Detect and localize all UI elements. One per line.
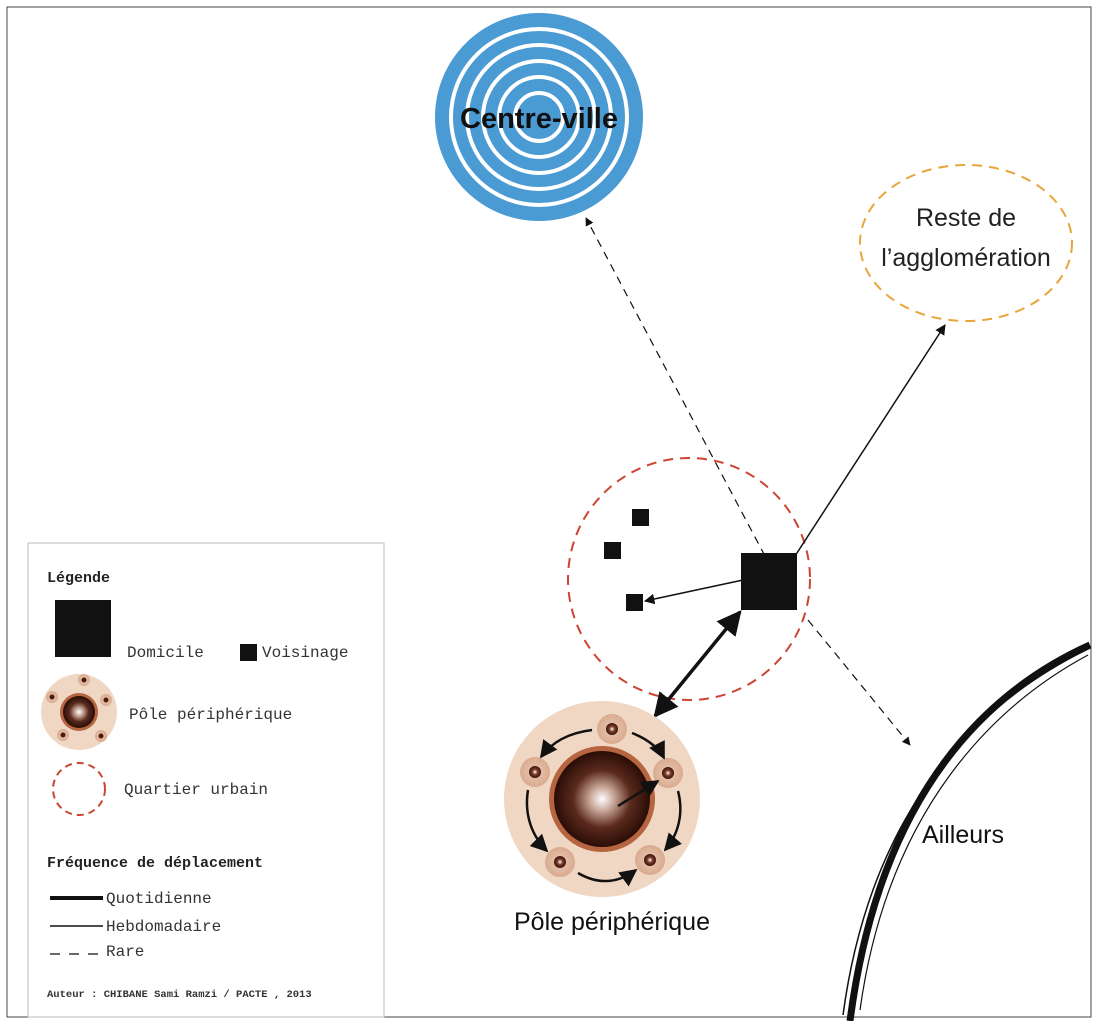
legend-pole-label: Pôle périphérique: [129, 706, 292, 724]
legend-domicile-label: Domicile: [127, 644, 204, 662]
legend-hebdomadaire-label: Hebdomadaire: [106, 918, 221, 936]
pole-label: Pôle périphérique: [514, 908, 710, 936]
voisinage-square: [632, 509, 649, 526]
domicile-square: [741, 553, 797, 610]
pole-internal-arrows: [525, 728, 682, 887]
ailleurs-node: Ailleurs: [842, 641, 1092, 1021]
centre-ville-node: Centre-ville: [435, 13, 643, 221]
centre-ville-label: Centre-ville: [460, 103, 618, 135]
pole-peripherique-node: Pôle périphérique: [504, 701, 710, 936]
legend-pole-symbol: [41, 674, 117, 750]
flow-rare-to-centre-ville: [585, 217, 766, 557]
legend-voisinage-symbol: [240, 644, 257, 661]
legend-domicile-symbol: [55, 600, 111, 657]
legend-author-credit: Auteur : CHIBANE Sami Ramzi / PACTE , 20…: [47, 989, 312, 1001]
pole-satellites: [520, 714, 683, 877]
flow-quotidien-to-pole: [653, 610, 742, 718]
legend-box: Légende Domicile Voisinage Pôle périphér…: [27, 542, 385, 1018]
legend-quartier-symbol: [52, 762, 106, 816]
flow-hebdo-to-reste: [794, 324, 946, 557]
flow-rare-to-ailleurs: [807, 619, 911, 746]
legend-frequency-title: Fréquence de déplacement: [47, 855, 263, 872]
figure-frame: [6, 6, 1092, 1018]
legend-quartier-label: Quartier urbain: [124, 781, 268, 799]
legend-rare-label: Rare: [106, 943, 144, 961]
ailleurs-label: Ailleurs: [922, 821, 1004, 849]
legend-title: Légende: [47, 570, 110, 587]
reste-agglomeration-node: Reste de l’agglomération: [859, 164, 1073, 322]
reste-label-line2: l’agglomération: [881, 244, 1051, 272]
flow-hebdo-to-voisinage: [643, 579, 744, 605]
reste-label-line1: Reste de: [916, 204, 1016, 232]
voisinage-square: [604, 542, 621, 559]
legend-voisinage-label: Voisinage: [262, 644, 348, 662]
voisinage-square: [626, 594, 643, 611]
legend-quotidienne-label: Quotidienne: [106, 890, 212, 908]
